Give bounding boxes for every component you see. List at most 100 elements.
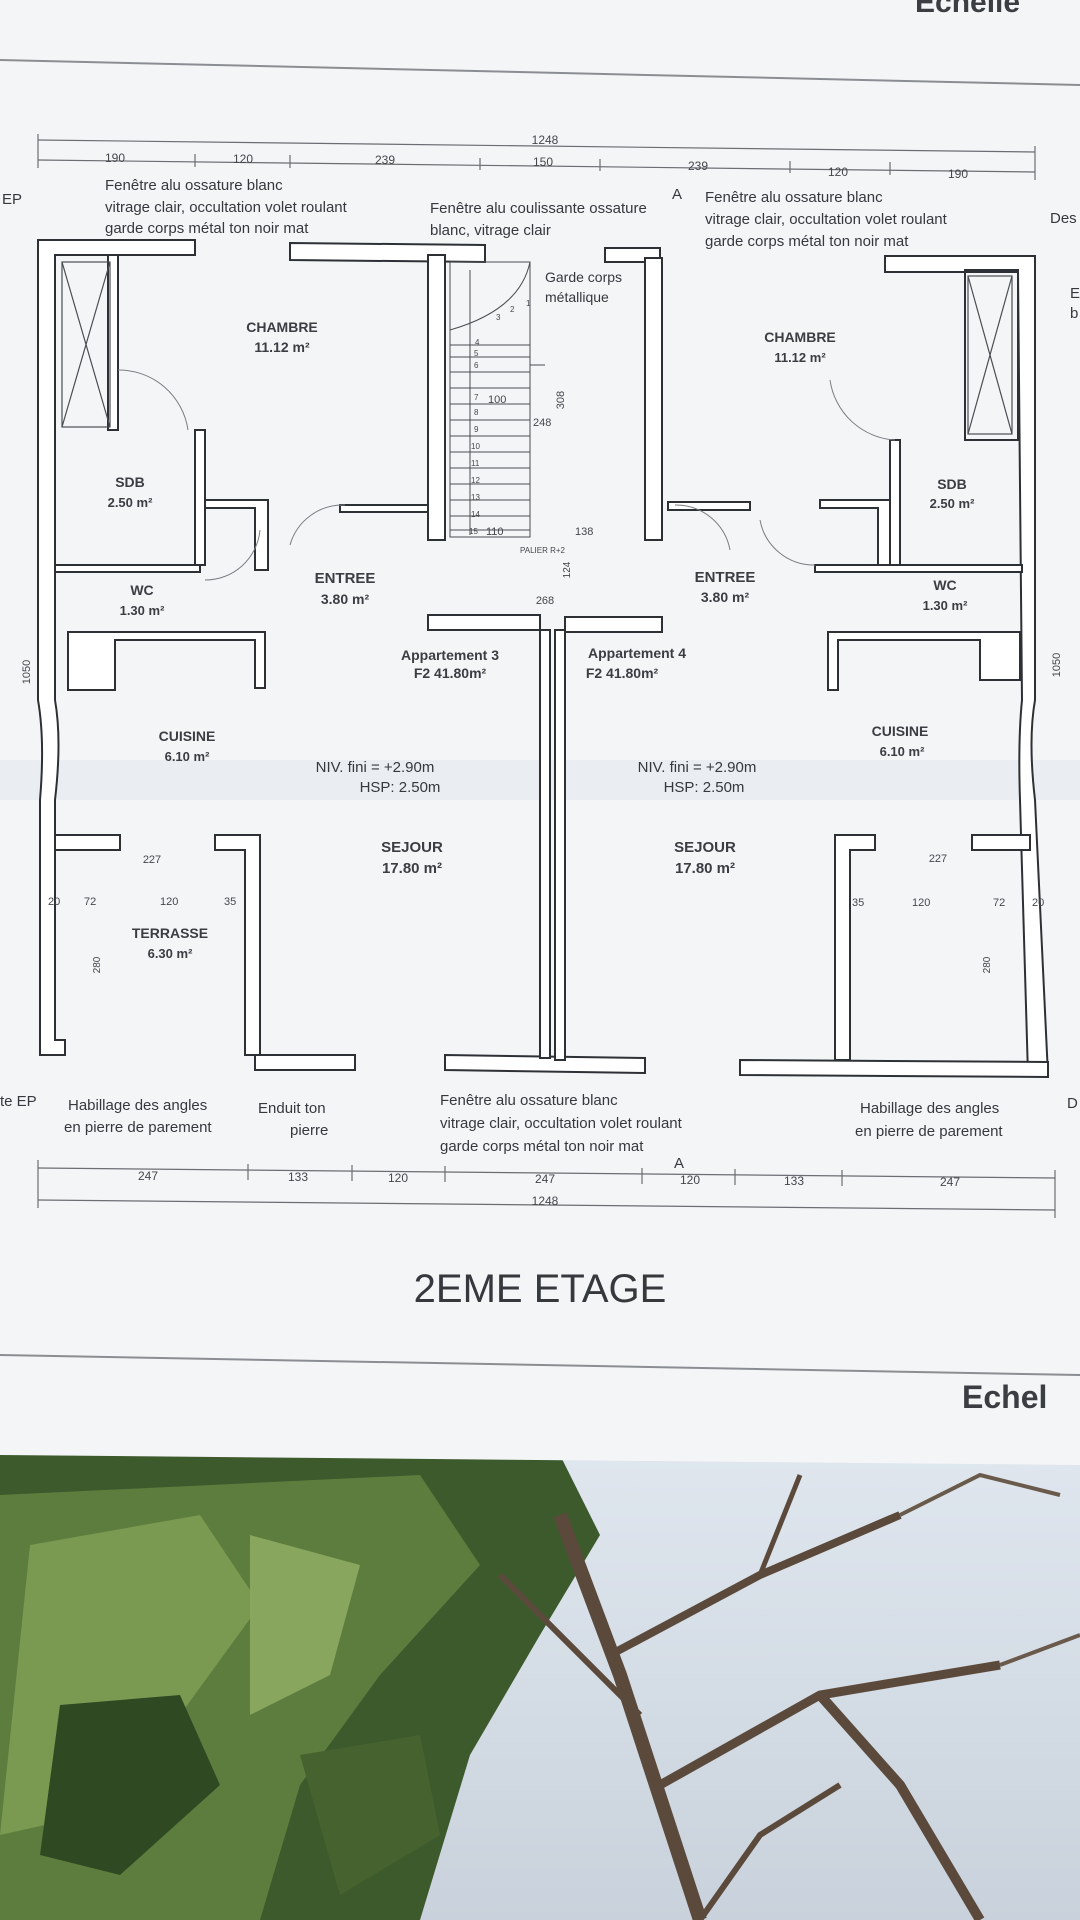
dim-stair-width: 100 — [488, 394, 506, 406]
apt3-terrasse-name: TERRASSE — [132, 925, 208, 941]
dim-bottom-seg-1: 247 — [138, 1169, 158, 1183]
landing-wall-left — [427, 614, 541, 631]
dim-bottom-total: 1248 — [532, 1194, 559, 1208]
apt3-sdb-area: 2.50 m² — [108, 495, 153, 510]
apt3-entree-area: 3.80 m² — [321, 591, 370, 607]
note-top-right-3: garde corps métal ton noir mat — [705, 233, 909, 250]
edge-d: D — [1067, 1095, 1078, 1112]
note-bottom-left-1: Habillage des angles — [68, 1097, 207, 1114]
dim-terrace-right-width: 227 — [929, 853, 947, 865]
outer-wall-left — [37, 239, 196, 1056]
dim-bottom-seg-5: 120 — [680, 1173, 700, 1187]
apt4-cuisine-area: 6.10 m² — [880, 744, 925, 759]
dim-top-seg-2: 120 — [233, 152, 253, 166]
note-bottom-left-2: en pierre de parement — [64, 1119, 212, 1136]
svg-text:1: 1 — [526, 299, 531, 308]
scale-label-bottom: Echel — [962, 1379, 1047, 1415]
stair-wall-right — [644, 257, 663, 541]
svg-text:11: 11 — [471, 459, 480, 468]
party-wall-right — [554, 629, 566, 1061]
apt3-wc-area: 1.30 m² — [120, 603, 165, 618]
apartment-3: Appartement 3 F2 41.80m² NIV. fini = +2.… — [108, 319, 500, 961]
dim-terrace-right-b: 120 — [912, 897, 930, 909]
dim-top-seg-6: 120 — [828, 165, 848, 179]
dim-terrace-left-width: 227 — [143, 854, 161, 866]
apt3-sdb-name: SDB — [115, 474, 145, 490]
svg-text:13: 13 — [471, 493, 480, 502]
dim-terrace-right-d: 20 — [1032, 897, 1044, 909]
apt4-chambre-area: 11.12 m² — [774, 350, 826, 365]
outer-wall-bottom-center — [444, 1053, 646, 1075]
edge-e: E — [1070, 285, 1080, 302]
note-bottom-center-3: garde corps métal ton noir mat — [440, 1138, 644, 1155]
apartment-4: Appartement 4 F2 41.80m² NIV. fini = +2.… — [586, 329, 975, 877]
apt3-chambre-name: CHAMBRE — [246, 319, 318, 335]
dim-terrace-right-c: 72 — [993, 897, 1005, 909]
dim-left-height: 1050 — [21, 660, 33, 684]
svg-text:7: 7 — [474, 393, 479, 402]
svg-text:2: 2 — [510, 305, 515, 314]
apt4-wc-name: WC — [933, 577, 956, 593]
garden-photo — [0, 1455, 1080, 1920]
apt3-wc-name: WC — [130, 582, 153, 598]
dim-terrace-left-depth: 280 — [92, 956, 103, 973]
apt4-sdb-name: SDB — [937, 476, 967, 492]
apt3-sejour-area: 17.80 m² — [382, 860, 442, 877]
dim-landing-depth: 124 — [562, 561, 573, 578]
note-bottom-right-1: Habillage des angles — [860, 1100, 999, 1117]
edge-ep-top: EP — [2, 191, 22, 208]
svg-text:5: 5 — [474, 349, 479, 358]
dim-stair-landing-left: 110 — [486, 526, 504, 538]
dim-bottom-seg-7: 247 — [940, 1175, 960, 1189]
stair-landing-label: PALIER R+2 — [520, 546, 566, 555]
dim-terrace-right-a: 35 — [852, 897, 864, 909]
dim-terrace-right-depth: 280 — [982, 956, 993, 973]
section-marker-top: A — [672, 186, 682, 203]
svg-text:4: 4 — [475, 338, 480, 347]
dim-top-seg-3: 239 — [375, 153, 395, 167]
staircase — [449, 261, 545, 538]
stair-wall-left — [427, 254, 446, 541]
dim-terrace-left-a: 20 — [48, 896, 60, 908]
dim-landing-width: 268 — [536, 595, 554, 607]
dim-top-seg-7: 190 — [948, 167, 968, 181]
dim-terrace-left-b: 72 — [84, 896, 96, 908]
note-bottom-center-2: vitrage clair, occultation volet roulant — [440, 1115, 683, 1132]
floor-title: 2EME ETAGE — [414, 1267, 667, 1311]
apt3-sejour-name: SEJOUR — [381, 839, 443, 856]
dim-stair-landing-right: 138 — [575, 526, 593, 538]
apt3-name: Appartement 3 — [401, 647, 499, 663]
svg-text:14: 14 — [471, 510, 480, 519]
apt3-type: F2 41.80m² — [414, 665, 487, 681]
outer-wall-bottom-left — [254, 1054, 356, 1071]
dim-stair-length: 308 — [555, 391, 567, 409]
dim-top-seg-4: 150 — [533, 155, 553, 169]
apt3-terrasse-area: 6.30 m² — [148, 946, 193, 961]
apt3-level: NIV. fini = +2.90m — [316, 759, 435, 776]
note-top-right-2: vitrage clair, occultation volet roulant — [705, 211, 948, 228]
svg-text:6: 6 — [474, 361, 479, 370]
stair-rail-note-2: métallique — [545, 289, 609, 305]
apt4-name: Appartement 4 — [588, 645, 686, 661]
apt3-cuisine-area: 6.10 m² — [165, 749, 210, 764]
note-top-left-3: garde corps métal ton noir mat — [105, 220, 309, 237]
apt4-entree-name: ENTREE — [695, 569, 756, 586]
edge-des: Des — [1050, 210, 1077, 227]
landing-wall-right — [564, 616, 663, 633]
dim-terrace-left-d: 35 — [224, 896, 236, 908]
outer-wall-bottom-right — [739, 1058, 1049, 1079]
note-enduit-2: pierre — [290, 1122, 328, 1139]
dim-bottom-seg-6: 133 — [784, 1174, 804, 1188]
apt4-type: F2 41.80m² — [586, 665, 659, 681]
dim-terrace-left-c: 120 — [160, 896, 178, 908]
svg-text:8: 8 — [474, 408, 479, 417]
dim-top-seg-5: 239 — [688, 159, 708, 173]
note-top-center-1: Fenêtre alu coulissante ossature — [430, 200, 647, 217]
apt4-cuisine-name: CUISINE — [872, 723, 929, 739]
svg-text:10: 10 — [471, 442, 480, 451]
note-top-left-2: vitrage clair, occultation volet roulant — [105, 199, 348, 216]
apt4-sejour-area: 17.80 m² — [675, 860, 735, 877]
svg-text:15: 15 — [469, 527, 478, 536]
